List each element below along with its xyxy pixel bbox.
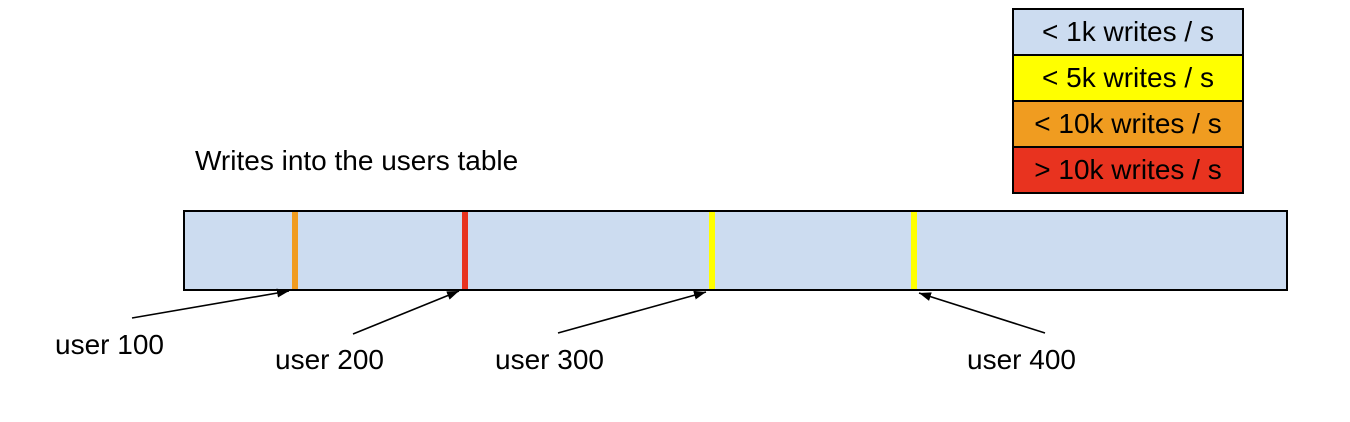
arrow-user-300 [557,290,707,334]
legend-item-label: < 10k writes / s [1034,108,1222,139]
arrow-user-100 [131,288,290,319]
legend-item-lt-5k: < 5k writes / s [1012,54,1244,102]
users-table-bar [183,210,1288,291]
arrow-user-400 [918,292,1046,334]
write-rate-legend: < 1k writes / s < 5k writes / s < 10k wr… [1012,8,1244,194]
legend-item-label: < 1k writes / s [1042,16,1214,47]
legend-item-gt-10k: > 10k writes / s [1012,146,1244,194]
hotspot-stripe-user-300 [709,212,716,289]
legend-item-label: > 10k writes / s [1034,154,1222,185]
arrow-user-200 [352,290,460,335]
hotspot-stripe-user-200 [461,212,468,289]
label-user-100: user 100 [55,329,164,360]
legend-item-label: < 5k writes / s [1042,62,1214,93]
legend-item-lt-10k: < 10k writes / s [1012,100,1244,148]
legend-item-lt-1k: < 1k writes / s [1012,8,1244,56]
label-user-200: user 200 [275,344,384,375]
hotspot-stripe-user-100 [291,212,298,289]
label-user-400: user 400 [967,344,1076,375]
diagram-title: Writes into the users table [195,145,519,176]
hotspot-stripe-user-400 [911,212,918,289]
label-user-300: user 300 [495,344,604,375]
